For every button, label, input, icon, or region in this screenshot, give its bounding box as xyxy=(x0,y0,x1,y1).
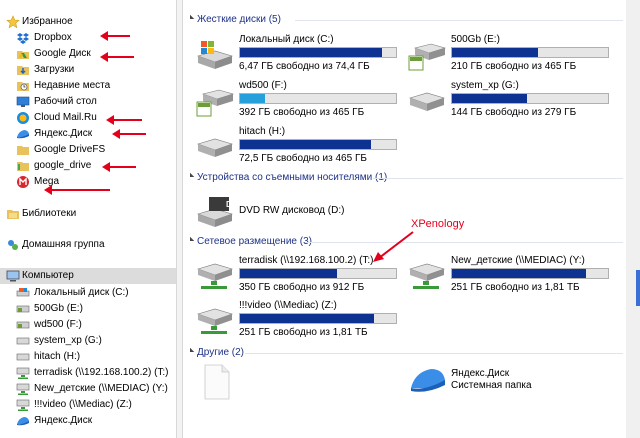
cloud-mailru-icon xyxy=(17,112,29,124)
annotation-arrow xyxy=(373,231,414,262)
annotation-arrow xyxy=(100,31,130,41)
mega-icon xyxy=(17,176,29,188)
nav-drive-g[interactable]: system_xp (G:) xyxy=(0,333,176,349)
windows-drive-icon xyxy=(197,41,233,69)
network-drive-icon xyxy=(409,263,445,289)
network-drive-icon xyxy=(197,263,233,289)
annotation-arrow xyxy=(100,52,134,62)
annotation-arrow xyxy=(106,115,142,125)
nav-item-cloud-mailru[interactable]: Cloud Mail.Ru xyxy=(0,110,176,126)
network-drive-icon xyxy=(16,383,30,395)
hard-drive-icon xyxy=(408,43,447,71)
google-drive-icon xyxy=(17,51,29,59)
collapse-chevron-icon[interactable] xyxy=(185,347,195,357)
navigation-pane: Избранное Dropbox Google Диск Загрузки Н… xyxy=(0,0,177,438)
content-pane: Жесткие диски (5) Локальный диск (C:) 6,… xyxy=(183,0,623,438)
drive-c[interactable]: Локальный диск (C:) 6,47 ГБ свободно из … xyxy=(195,34,397,78)
google-drivefs-icon xyxy=(17,146,29,155)
other-item-blank[interactable] xyxy=(203,364,243,404)
hard-drive-icon xyxy=(16,337,30,345)
hard-drive-icon xyxy=(16,321,30,329)
hard-drive-icon xyxy=(196,89,235,117)
nav-item-google-drivefs[interactable]: Google DriveFS xyxy=(0,142,176,158)
group-other[interactable]: Другие (2) xyxy=(183,345,623,361)
yandex-disk-icon xyxy=(17,417,29,426)
nav-computer[interactable]: Компьютер xyxy=(0,268,176,284)
drive-e[interactable]: 500Gb (E:) 210 ГБ свободно из 465 ГБ xyxy=(407,34,609,78)
annotation-arrow xyxy=(112,129,146,139)
group-network[interactable]: Сетевое размещение (3) xyxy=(183,234,623,250)
drive-dvd[interactable]: DVD DVD RW дисковод (D:) xyxy=(195,192,395,236)
annotation-arrow xyxy=(102,162,136,172)
folder-icon xyxy=(17,162,29,171)
yandex-disk-icon xyxy=(17,130,29,139)
homegroup-icon xyxy=(8,240,18,250)
collapse-chevron-icon[interactable] xyxy=(185,236,195,246)
usage-bar xyxy=(239,313,397,324)
nav-item-downloads[interactable]: Загрузки xyxy=(0,62,176,78)
dvd-drive-icon xyxy=(197,197,233,227)
network-drive-icon xyxy=(197,308,233,334)
dropbox-icon xyxy=(17,33,29,44)
drive-h[interactable]: hitach (H:) 72,5 ГБ свободно из 465 ГБ xyxy=(195,126,397,170)
drive-t[interactable]: terradisk (\\192.168.100.2) (T:) 350 ГБ … xyxy=(195,255,397,299)
drive-g[interactable]: system_xp (G:) 144 ГБ свободно из 279 ГБ xyxy=(407,80,609,124)
hard-drive-icon xyxy=(16,305,30,313)
drive-f[interactable]: wd500 (F:) 392 ГБ свободно из 465 ГБ xyxy=(195,80,397,124)
nav-item-recent-places[interactable]: Недавние места xyxy=(0,78,176,94)
vertical-scrollbar[interactable] xyxy=(626,0,640,438)
network-drive-icon xyxy=(16,367,30,379)
collapse-chevron-icon[interactable] xyxy=(185,14,195,24)
computer-icon xyxy=(6,270,20,282)
nav-item-mega[interactable]: Mega xyxy=(0,174,176,190)
annotation-arrow xyxy=(44,185,110,195)
nav-item-google-drive-folder[interactable]: google_drive xyxy=(0,158,176,174)
yandex-disk-icon xyxy=(411,369,445,392)
nav-item-google-disk[interactable]: Google Диск xyxy=(0,46,176,62)
downloads-icon xyxy=(17,66,29,75)
nav-favorites[interactable]: Избранное xyxy=(0,14,176,30)
nav-homegroup[interactable]: Домашняя группа xyxy=(0,237,176,253)
pane-splitter[interactable] xyxy=(177,0,183,438)
collapse-chevron-icon[interactable] xyxy=(185,172,195,182)
nav-drive-f[interactable]: wd500 (F:) xyxy=(0,317,176,333)
libraries-icon xyxy=(7,210,19,219)
hard-drive-icon xyxy=(16,288,30,297)
nav-drive-e[interactable]: 500Gb (E:) xyxy=(0,301,176,317)
group-removable[interactable]: Устройства со съемными носителями (1) xyxy=(183,170,623,186)
nav-item-dropbox[interactable]: Dropbox xyxy=(0,30,176,46)
usage-bar xyxy=(239,47,397,58)
recent-places-icon xyxy=(17,82,29,91)
nav-item-yandex-disk[interactable]: Яндекс.Диск xyxy=(0,126,176,142)
hard-drive-icon xyxy=(16,353,30,361)
usage-bar xyxy=(451,268,609,279)
annotation-label: XPenology xyxy=(411,218,465,230)
drive-z[interactable]: !!!video (\\Mediac) (Z:) 251 ГБ свободно… xyxy=(195,300,397,344)
hard-drive-icon xyxy=(197,138,233,157)
nav-drive-y[interactable]: New_детские (\\MEDIAC) (Y:) xyxy=(0,381,176,397)
usage-bar xyxy=(239,139,397,150)
nav-drive-c[interactable]: Локальный диск (C:) xyxy=(0,285,176,301)
desktop-icon xyxy=(16,96,30,107)
blank-file-icon xyxy=(204,364,230,400)
drive-y[interactable]: New_детские (\\MEDIAC) (Y:) 251 ГБ свобо… xyxy=(407,255,609,299)
nav-item-desktop[interactable]: Рабочий стол xyxy=(0,94,176,110)
group-hard-drives[interactable]: Жесткие диски (5) xyxy=(183,12,623,28)
usage-bar xyxy=(451,93,609,104)
hard-drive-icon xyxy=(409,92,445,111)
nav-drive-t[interactable]: terradisk (\\192.168.100.2) (T:) xyxy=(0,365,176,381)
nav-libraries[interactable]: Библиотеки xyxy=(0,206,176,222)
usage-bar xyxy=(451,47,609,58)
nav-drive-z[interactable]: !!!video (\\Mediac) (Z:) xyxy=(0,397,176,413)
nav-yandex-disk-computer[interactable]: Яндекс.Диск xyxy=(0,413,176,429)
network-drive-icon xyxy=(16,399,30,411)
star-icon xyxy=(6,15,20,29)
other-item-yandex-disk[interactable]: Яндекс.Диск Системная папка xyxy=(409,364,609,408)
usage-bar xyxy=(239,268,397,279)
nav-drive-h[interactable]: hitach (H:) xyxy=(0,349,176,365)
usage-bar xyxy=(239,93,397,104)
